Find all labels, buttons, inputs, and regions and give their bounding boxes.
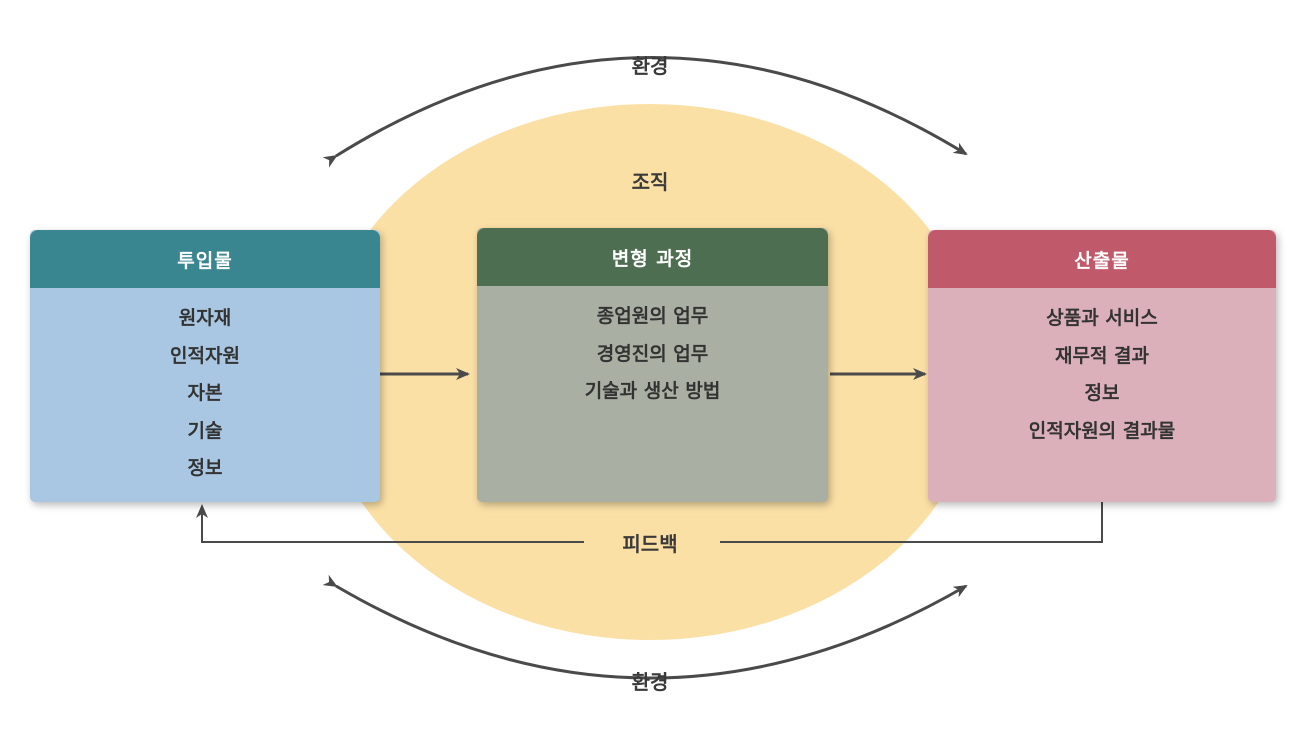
- environment-top-label: 환경: [631, 54, 669, 78]
- outputs-item: 상품과 서비스: [1046, 307, 1158, 329]
- transformation-item: 기술과 생산 방법: [584, 380, 721, 402]
- inputs-item: 인적자원: [170, 344, 240, 367]
- outputs-box: 산출물 상품과 서비스 재무적 결과 정보 인적자원의 결과물: [928, 230, 1276, 502]
- feedback-right-segment: [720, 502, 1103, 543]
- inputs-item: 자본: [187, 382, 223, 404]
- inputs-box: 투입물 원자재 인적자원 자본 기술 정보: [30, 230, 380, 502]
- inputs-header: 투입물: [30, 230, 380, 288]
- outputs-item: 재무적 결과: [1054, 344, 1149, 367]
- organization-label: 조직: [631, 170, 669, 194]
- feedback-left-arrow: [196, 504, 584, 543]
- environment-bottom-label: 환경: [631, 670, 669, 694]
- transformation-header: 변형 과정: [477, 228, 828, 286]
- outputs-item: 정보: [1084, 382, 1120, 404]
- inputs-item: 정보: [187, 457, 223, 479]
- transformation-item: 경영진의 업무: [596, 342, 709, 365]
- outputs-item: 인적자원의 결과물: [1028, 419, 1176, 442]
- inputs-item: 기술: [187, 419, 223, 442]
- inputs-list: 원자재 인적자원 자본 기술 정보: [30, 288, 380, 488]
- inputs-item: 원자재: [178, 307, 232, 329]
- outputs-list: 상품과 서비스 재무적 결과 정보 인적자원의 결과물: [928, 288, 1276, 450]
- transformation-list: 종업원의 업무 경영진의 업무 기술과 생산 방법: [477, 286, 828, 411]
- environment-bottom-arrow: [322, 574, 968, 680]
- transformation-box: 변형 과정 종업원의 업무 경영진의 업무 기술과 생산 방법: [477, 228, 828, 502]
- outputs-header: 산출물: [928, 230, 1276, 288]
- transformation-item: 종업원의 업무: [596, 305, 709, 327]
- feedback-label: 피드백: [622, 532, 678, 556]
- environment-top-arrow: [322, 56, 968, 168]
